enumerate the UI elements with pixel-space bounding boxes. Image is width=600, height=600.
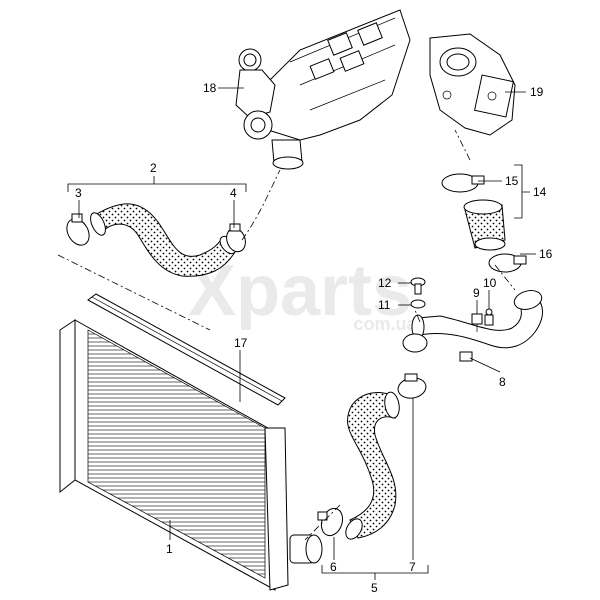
callout-19: 19 — [530, 85, 544, 99]
callout-1: 1 — [166, 542, 173, 556]
callout-10: 10 — [483, 276, 497, 290]
bracket-14 — [514, 164, 530, 219]
callout-14: 14 — [533, 185, 547, 199]
bracket-2 — [67, 176, 247, 192]
hose-clamp-15-part — [441, 173, 485, 193]
callout-8: 8 — [499, 375, 506, 389]
assembly-centerlines — [57, 129, 516, 541]
callout-17: 17 — [234, 336, 248, 350]
callout-11: 11 — [378, 298, 391, 312]
intercooler-1-part — [59, 319, 323, 591]
callout-16: 16 — [539, 247, 553, 261]
coupling-sleeve-14-part — [463, 199, 506, 251]
callout-12: 12 — [378, 276, 392, 290]
charge-air-pipe-8-part — [402, 290, 543, 362]
bolt-10-part — [484, 308, 494, 326]
bracket-5 — [321, 565, 429, 580]
watermark-domain: com.ua — [353, 314, 417, 334]
upper-charge-air-hose-part — [90, 203, 237, 277]
hose-clamp-6-part — [317, 507, 344, 537]
callout-4: 4 — [230, 186, 237, 200]
seal-strip-17-part — [87, 293, 286, 406]
callout-9: 9 — [473, 286, 480, 300]
callout-3: 3 — [75, 186, 82, 200]
callout-18: 18 — [203, 81, 217, 95]
callout-5: 5 — [371, 581, 378, 595]
callout-6: 6 — [330, 560, 337, 574]
callout-7: 7 — [409, 560, 416, 574]
turbocharger-manifold-part — [235, 9, 411, 170]
lower-charge-air-hose-part — [345, 391, 400, 540]
leader-lines — [78, 87, 536, 560]
throttle-housing-part — [429, 33, 516, 136]
hose-clamp-3-part — [66, 213, 90, 246]
washer-11-part — [410, 299, 426, 309]
callout-2: 2 — [150, 161, 157, 175]
hose-clamp-16-part — [488, 253, 527, 273]
callout-15: 15 — [505, 174, 519, 188]
screw-12-part — [410, 277, 426, 295]
hose-clamp-7-part — [397, 373, 427, 399]
